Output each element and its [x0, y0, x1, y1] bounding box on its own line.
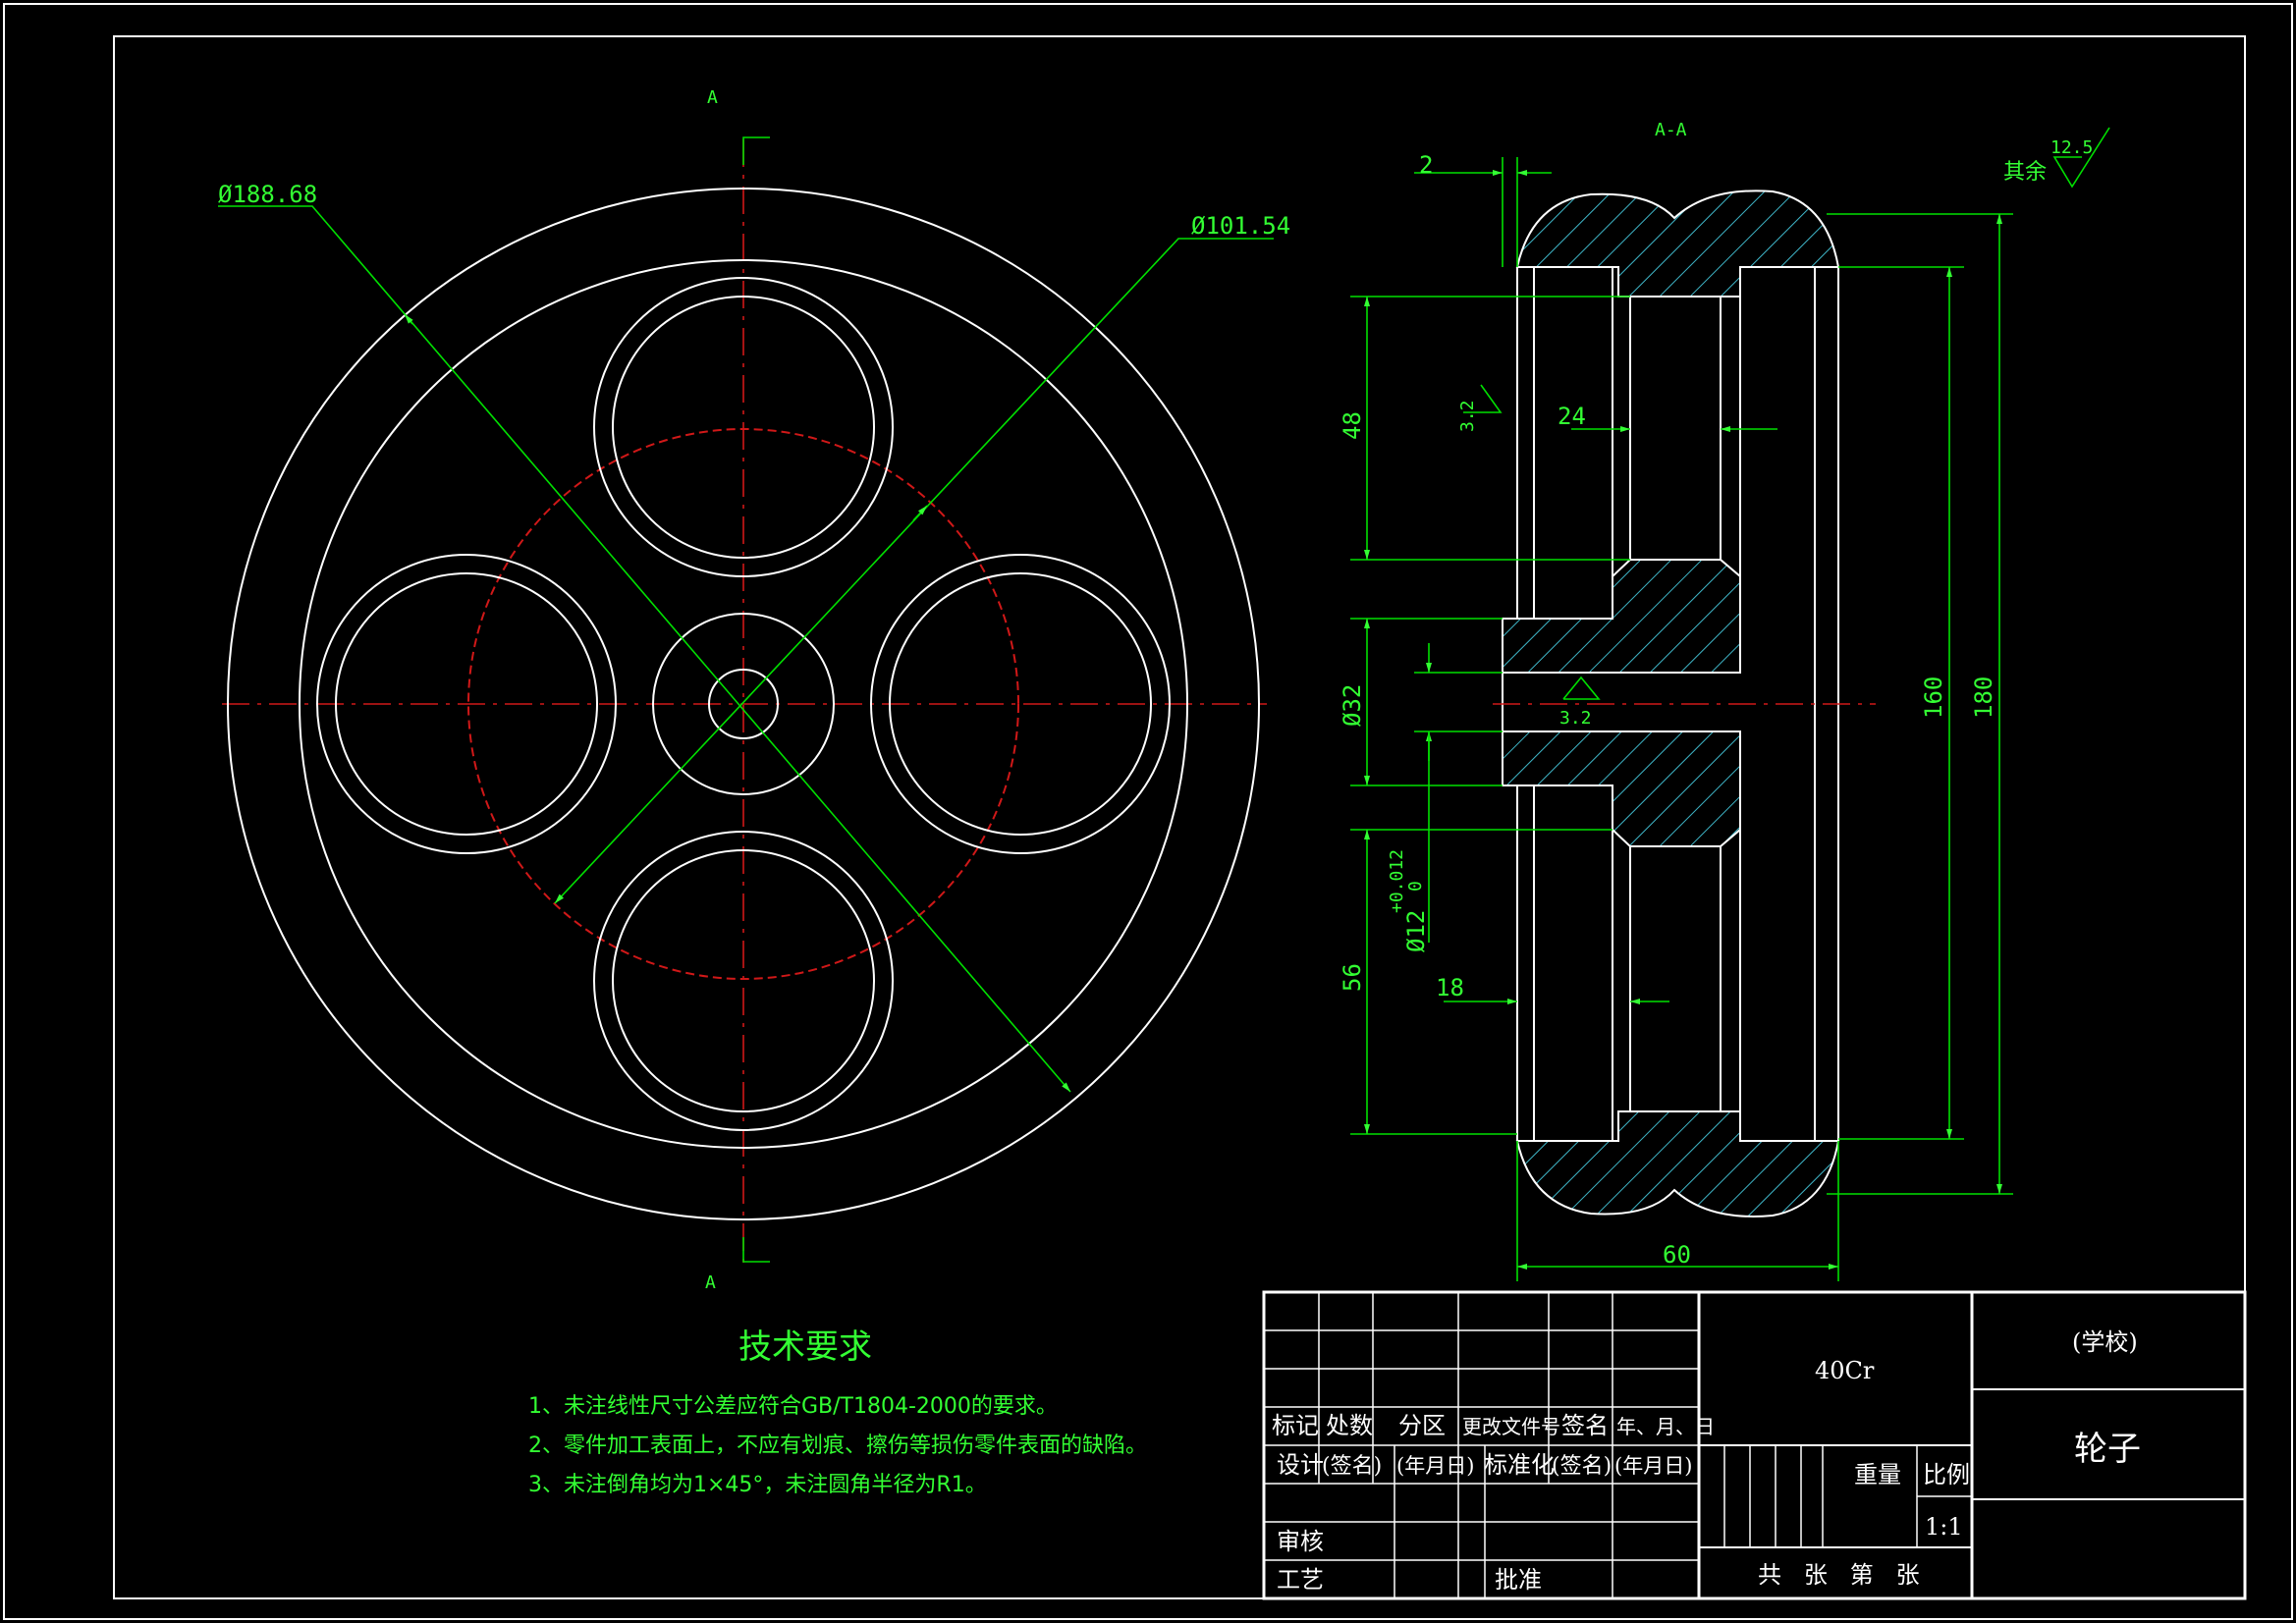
hub-section-top: [1502, 559, 1741, 674]
dim-leader-outer: [218, 205, 1071, 1093]
dim-leader-pcd: [554, 238, 1274, 904]
tech-note-2: 2、零件加工表面上，不应有划痕、擦伤等损伤零件表面的缺陷。: [528, 1434, 1147, 1458]
front-view: A A Ø188.68 Ø101.54: [218, 87, 1290, 1293]
tb-part-name: 轮子: [2074, 1430, 2141, 1469]
hole-left: [316, 554, 617, 854]
section-dimensions: [1350, 127, 2110, 1281]
tb-design-sign: (签名): [1322, 1454, 1382, 1479]
surface-finish-label: 其余: [2003, 160, 2047, 185]
technical-notes: 技术要求 1、未注线性尺寸公差应符合GB/T1804-2000的要求。 2、零件…: [528, 1327, 1147, 1497]
dim-outer-diameter: Ø188.68: [218, 181, 317, 208]
section-title: A-A: [1655, 120, 1687, 140]
section-mark-bottom: A: [705, 1272, 716, 1293]
tech-note-3: 3、未注倒角均为1×45°，未注圆角半径为R1。: [528, 1473, 987, 1497]
inner-rim-circle: [299, 259, 1188, 1149]
pitch-circle: [467, 428, 1019, 980]
tb-review: 审核: [1277, 1528, 1324, 1555]
section-mark-top: A: [707, 87, 718, 108]
hole-bottom: [593, 831, 894, 1131]
hole-right: [870, 554, 1171, 854]
tb-std-date: (年月日): [1614, 1454, 1692, 1478]
dim-bore-tol-upper: +0.012: [1387, 849, 1407, 913]
roughness-web: 3.2: [1457, 400, 1478, 432]
dim-60: 60: [1663, 1241, 1691, 1269]
section-arrow-top: [742, 136, 770, 165]
dim-32: Ø32: [1339, 684, 1366, 727]
outer-rim-circle: [227, 188, 1260, 1220]
tb-header-date: 年、月、日: [1616, 1415, 1715, 1438]
dim-2: 2: [1419, 151, 1433, 179]
tb-scale-label: 比例: [1923, 1461, 1970, 1488]
section-view: A-A: [1339, 120, 2110, 1281]
tb-header-sign: 签名: [1561, 1412, 1609, 1439]
tech-notes-title: 技术要求: [738, 1327, 872, 1367]
tech-note-1: 1、未注线性尺寸公差应符合GB/T1804-2000的要求。: [528, 1394, 1058, 1419]
tb-material: 40Cr: [1815, 1357, 1875, 1384]
tb-header-doc: 更改文件号: [1462, 1415, 1560, 1438]
tb-approve: 批准: [1495, 1566, 1542, 1594]
dim-48: 48: [1339, 411, 1366, 440]
roughness-bore: 3.2: [1559, 708, 1592, 729]
dim-18: 18: [1436, 974, 1464, 1001]
surface-finish-value: 12.5: [2050, 137, 2093, 158]
dim-24: 24: [1558, 403, 1586, 430]
tb-header-zone: 分区: [1398, 1412, 1446, 1439]
sheet-frame: [3, 3, 2293, 1620]
tb-process: 工艺: [1277, 1566, 1324, 1594]
dim-160: 160: [1920, 676, 1947, 719]
tb-sheets: 共 张 第 张: [1758, 1561, 1920, 1589]
dim-pcd-diameter: Ø101.54: [1191, 212, 1290, 240]
dim-bore: Ø12: [1402, 910, 1430, 952]
rim-section-top: [1515, 189, 1840, 298]
tb-design-date: (年月日): [1396, 1454, 1474, 1478]
section-arrow-bottom: [742, 1237, 770, 1263]
rim-section-bottom: [1515, 1110, 1840, 1217]
dim-bore-tol-lower: 0: [1405, 881, 1426, 892]
tb-header-count: 处数: [1326, 1412, 1373, 1439]
tb-standardize: 标准化: [1484, 1451, 1555, 1479]
hole-top: [593, 277, 894, 577]
tb-std-sign: (签名): [1552, 1454, 1612, 1479]
tb-design: 设计: [1277, 1451, 1324, 1479]
tb-header-mark: 标记: [1272, 1412, 1319, 1439]
tb-weight-label: 重量: [1854, 1461, 1901, 1488]
tb-school: (学校): [2072, 1328, 2138, 1356]
bore-circle: [708, 669, 779, 739]
title-block: 标记 处数 分区 更改文件号 签名 年、月、日 设计 (签名) (年月日) 标准…: [1262, 1290, 2247, 1600]
dim-56: 56: [1339, 963, 1366, 992]
dim-180: 180: [1970, 676, 1997, 719]
tb-scale-value: 1:1: [1925, 1513, 1963, 1541]
hub-circle: [652, 613, 835, 795]
